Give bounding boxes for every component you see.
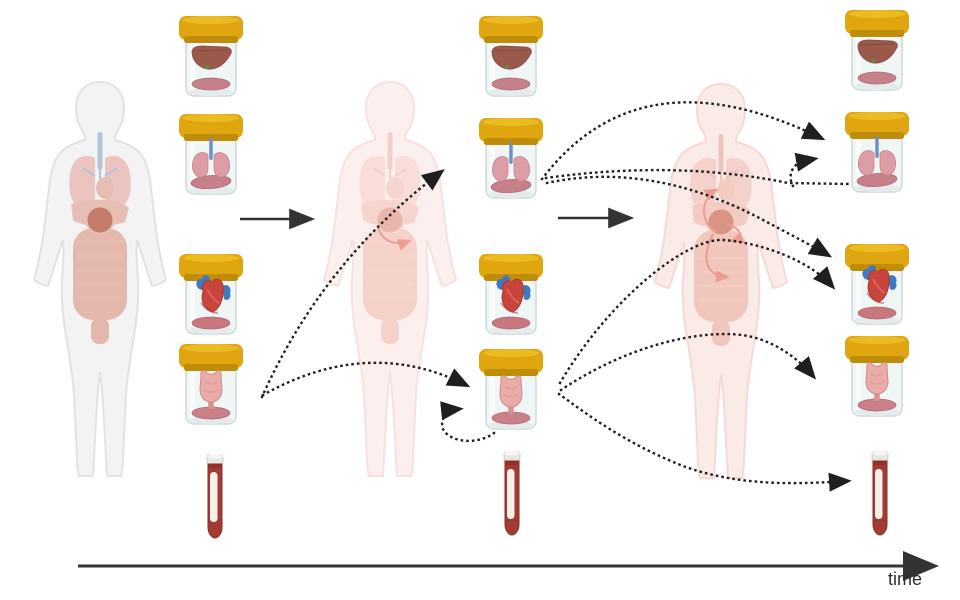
arrow-t2-thyroid-to-t3-blood [557,392,852,492]
arrow-t2-lungs-to-t3-lungs-low [544,168,851,186]
arrow-t2-lungs-to-t3-heart [545,175,833,258]
arrow-t2-thyroid-to-t3-thyroid [559,332,817,392]
arrow-t3-lungs-entry-hook [789,152,819,188]
arrow-t2-lungs-to-t3-lungs-top [540,101,826,181]
dashed-seeding-arrows [260,101,852,492]
arrow-t2-thyroid-self-hook [440,401,496,442]
spread-arrow-t3-right [726,223,745,244]
transition-arrows [240,207,635,230]
tumor-spread-arrows [377,188,745,283]
spread-arrow-t3-down [705,233,730,283]
arrow-t1-thyroid-to-t2-lungs [260,169,445,399]
spread-arrow-t2-local [377,226,412,251]
time-axis-label: time [888,569,923,589]
spread-arrow-t3-up [703,188,719,233]
arrow-t2-thyroid-to-t3-heart [558,238,836,385]
arrow-t1-thyroid-to-t2-thyroid [261,361,471,397]
